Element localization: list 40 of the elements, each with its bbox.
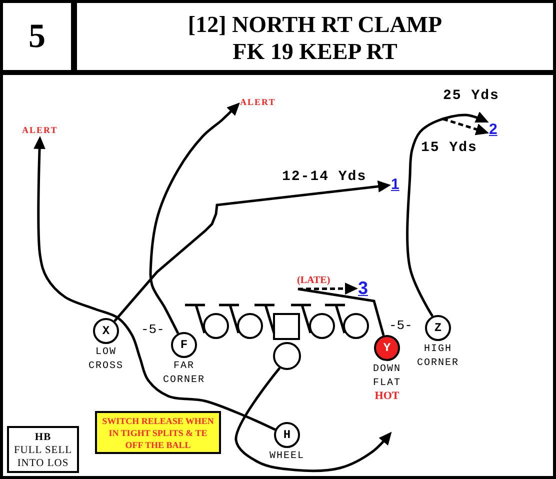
player-marker: Z <box>425 315 451 341</box>
alert-label: ALERT <box>240 97 276 108</box>
assignment-label: LOW CROSS <box>87 346 124 374</box>
assignment-label: WHEEL <box>269 450 304 464</box>
play-title: [12] NORTH RT CLAMP <box>188 10 442 38</box>
split-label: -5- <box>389 319 412 333</box>
hb-note-box <box>7 426 79 473</box>
quarterback-path-arrow <box>234 367 392 472</box>
lineman-marker <box>203 313 229 339</box>
alert-label: ALERT <box>22 125 58 136</box>
timing-label: (LATE) <box>297 275 330 286</box>
player-marker: H <box>274 422 300 448</box>
option-route-arrow <box>442 118 489 136</box>
play-number-box: 5 <box>0 0 74 73</box>
read-number: 3 <box>358 280 368 297</box>
route-arrow <box>406 112 489 317</box>
assignment-label: HIGH CORNER <box>416 343 460 371</box>
note-text: FULL SELL INTO LOS <box>12 444 74 470</box>
quarterback-marker <box>273 342 301 370</box>
lineman-marker <box>309 313 335 339</box>
route-arrow <box>34 136 276 431</box>
player-marker: F <box>171 332 197 358</box>
lineman-marker <box>343 313 369 339</box>
note-heading: HB <box>34 431 52 444</box>
read-number: 2 <box>489 122 498 137</box>
center-marker <box>272 313 300 340</box>
route-arrow <box>114 180 391 322</box>
player-marker: X <box>93 318 119 344</box>
route-arrow <box>296 282 385 336</box>
coaching-note: SWITCH RELEASE WHEN IN TIGHT SPLITS & TE OFF THE BALL <box>95 411 221 454</box>
assignment-label: DOWN FLAT <box>372 363 402 391</box>
hot-player-marker: Y <box>374 335 400 361</box>
read-number: 1 <box>391 177 400 192</box>
play-title-box <box>74 0 556 73</box>
hot-label: HOT <box>374 391 400 402</box>
split-label: -5- <box>141 323 164 337</box>
route-arrow <box>149 102 240 334</box>
assignment-label: FAR CORNER <box>162 360 206 388</box>
play-call: FK 19 KEEP RT <box>232 38 398 64</box>
lineman-marker <box>237 313 263 339</box>
